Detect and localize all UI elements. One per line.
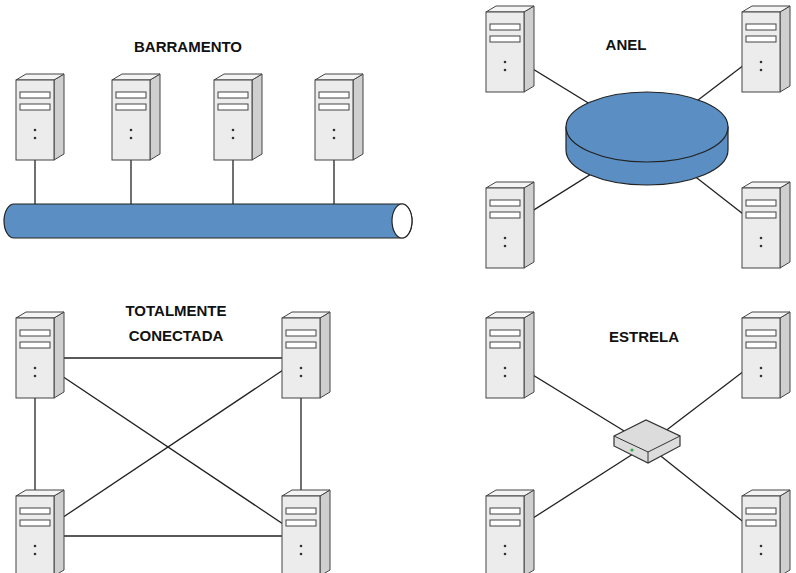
mesh-link (35, 358, 301, 536)
computer-tower (742, 6, 790, 92)
computer-tower (112, 74, 160, 160)
computer-tower (16, 490, 64, 573)
ring-title: ANEL (603, 32, 650, 57)
computer-tower (742, 490, 790, 573)
ring-cylinder (566, 92, 728, 185)
bus-cable (4, 204, 412, 238)
computer-tower (282, 312, 330, 398)
computer-tower (486, 182, 534, 268)
computer-tower (486, 490, 534, 573)
bus-cable-end (392, 204, 412, 238)
bus-title: BARRAMENTO (131, 34, 245, 59)
computer-tower (16, 74, 64, 160)
computer-tower (742, 182, 790, 268)
mesh-title: TOTALMENTE CONECTADA (108, 298, 244, 348)
mesh-link (35, 358, 301, 536)
computer-tower (742, 312, 790, 398)
computer-tower (214, 74, 262, 160)
computer-tower (486, 312, 534, 398)
computer-tower (16, 312, 64, 398)
computer-tower (486, 6, 534, 92)
switch-hub (614, 420, 680, 463)
computer-tower (315, 74, 363, 160)
mesh-link (35, 535, 301, 536)
mesh-link (35, 357, 301, 358)
computer-tower (282, 490, 330, 573)
star-title: ESTRELA (606, 324, 682, 349)
